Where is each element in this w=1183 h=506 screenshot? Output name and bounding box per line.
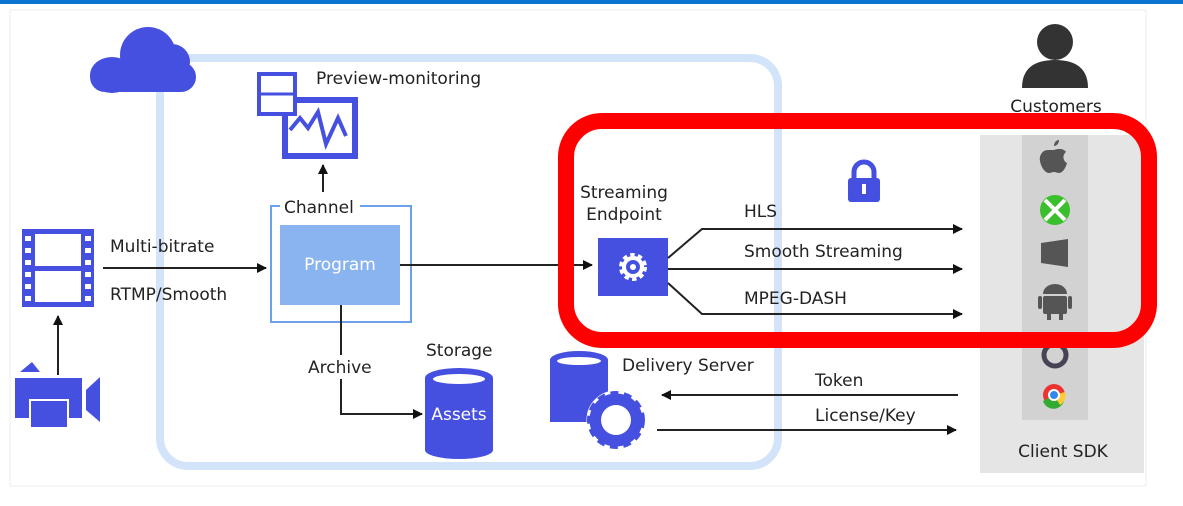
streaming-endpoint-label: Streaming [580, 183, 668, 203]
gear-icon [619, 253, 647, 281]
mpeg-dash-label: MPEG-DASH [744, 289, 847, 309]
program-box [280, 225, 400, 305]
xbox-icon [1040, 195, 1070, 225]
archive-label: Archive [308, 358, 372, 378]
channel-label: Channel [284, 198, 354, 218]
cloud-icon [90, 27, 196, 93]
storage-label: Storage [426, 341, 493, 361]
camera-icon [15, 362, 100, 429]
delivery-server-label: Delivery Server [622, 356, 754, 376]
streaming-endpoint-label-2: Endpoint [586, 205, 662, 225]
token-label: Token [814, 371, 863, 391]
windows-icon [1041, 239, 1068, 267]
video-film-icon [22, 229, 94, 307]
apple-icon [1039, 140, 1067, 173]
license-key-label: License/Key [815, 406, 916, 426]
hls-label: HLS [744, 202, 777, 222]
client-platforms-strip [1022, 135, 1088, 420]
program-label: Program [304, 255, 376, 275]
lock-icon [848, 159, 880, 202]
client-sdk-label: Client SDK [1018, 442, 1109, 462]
rtmp-smooth-label: RTMP/Smooth [110, 285, 227, 305]
customers-label: Customers [1010, 97, 1102, 117]
preview-monitoring-label: Preview-monitoring [316, 69, 481, 89]
highlight-box [558, 113, 1157, 348]
preview-monitor-icon [257, 72, 358, 159]
cloud-boundary [156, 54, 782, 470]
android-icon [1038, 284, 1072, 320]
smooth-streaming-label: Smooth Streaming [744, 242, 903, 262]
gear-icon [586, 390, 646, 450]
multi-bitrate-label: Multi-bitrate [110, 237, 214, 257]
database-icon [425, 368, 493, 459]
chrome-icon [1043, 384, 1066, 409]
person-icon [1022, 24, 1088, 88]
assets-label: Assets [431, 405, 486, 425]
top-bar [0, 0, 1183, 4]
